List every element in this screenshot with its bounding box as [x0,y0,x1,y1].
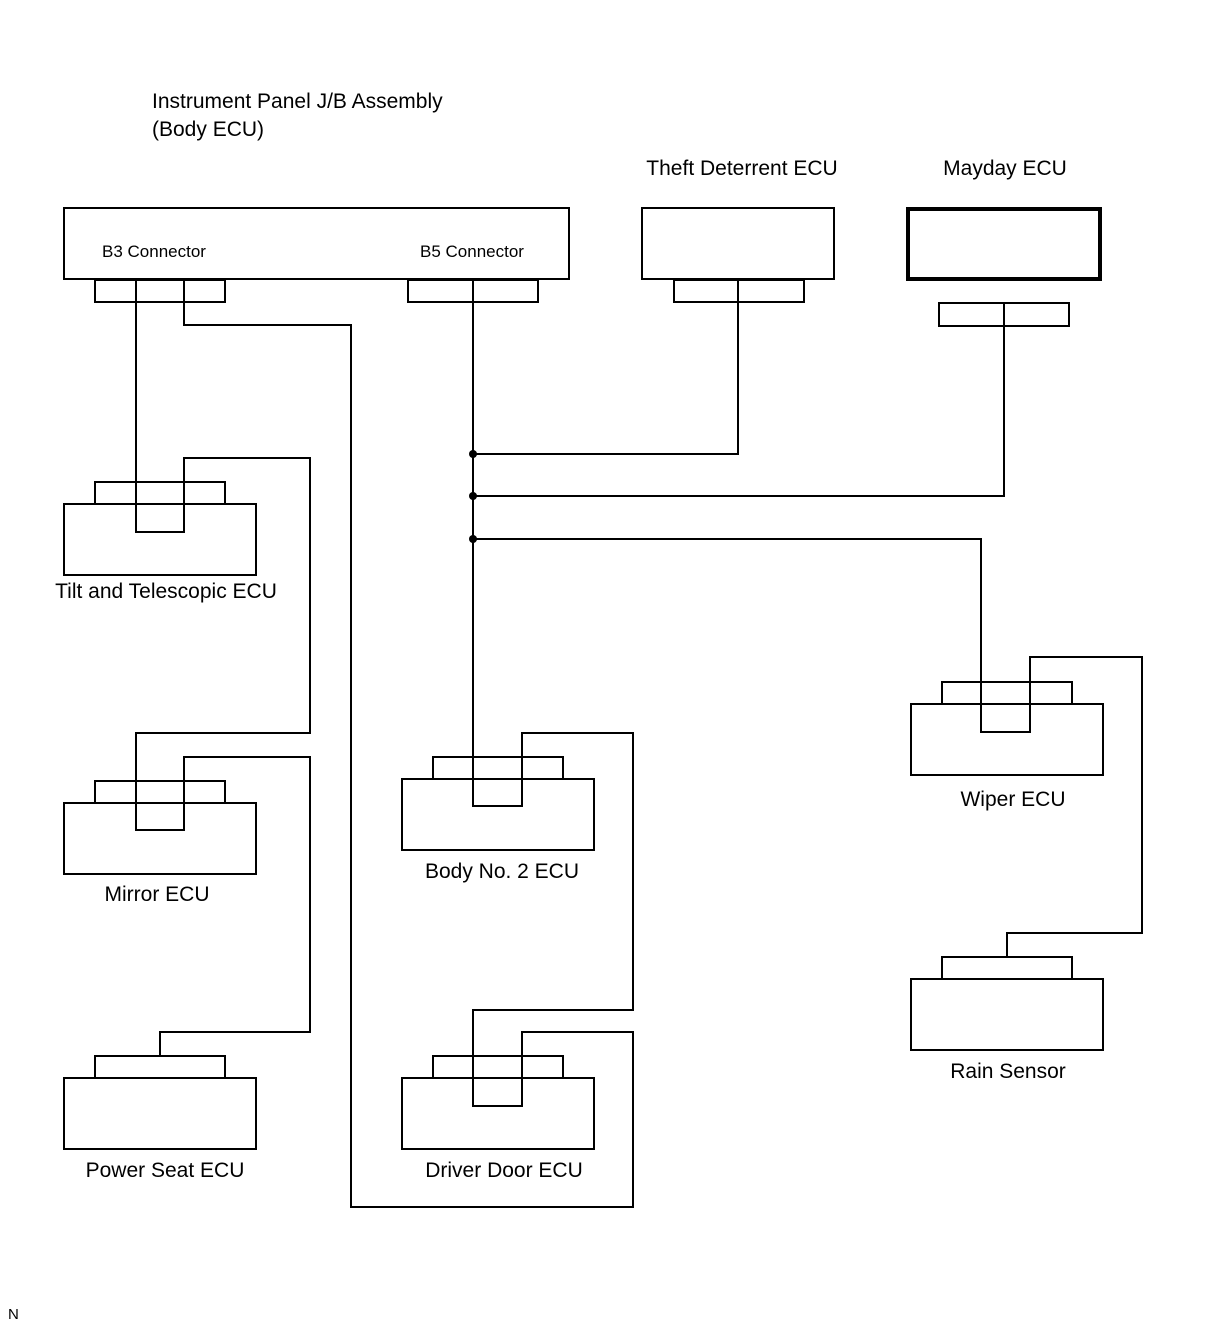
body-ecu-subtitle: (Body ECU) [152,118,264,141]
mirror-label: Mirror ECU [105,883,210,906]
body-no2-box [401,778,595,851]
wire-theft-branch [473,302,739,455]
mayday-label: Mayday ECU [943,157,1067,180]
driver-door-ecu [401,1055,595,1150]
junction-dot [469,450,477,458]
body-ecu-title: Instrument Panel J/B Assembly [152,90,443,113]
rain-sensor-box [910,978,1104,1051]
b3-connector-label: B3 Connector [102,242,206,261]
wire-b3-to-tilt [135,302,311,1056]
b5-connector-label: B5 Connector [420,242,524,261]
rain-sensor-connector [941,956,1073,980]
power-seat-connector [94,1055,226,1079]
wire-wiper-branch [473,538,1143,957]
footer-code: N [8,1306,19,1323]
mirror-ecu [63,780,257,875]
wiper-ecu [910,681,1104,776]
theft-deterrent-box [641,207,835,280]
rain-sensor-label: Rain Sensor [950,1060,1066,1083]
tilt-telescopic-label: Tilt and Telescopic ECU [55,580,277,603]
power-seat-label: Power Seat ECU [86,1159,245,1182]
theft-deterrent-label: Theft Deterrent ECU [646,157,837,180]
wire-mayday-branch [473,326,1005,497]
tilt-connector [94,481,226,505]
wire-b3-to-driver-door [183,302,634,1208]
labels: Instrument Panel J/B Assembly (Body ECU)… [8,90,1067,1323]
mirror-connector [94,780,226,804]
power-seat-box [63,1077,257,1150]
body-ecu [63,207,570,303]
driver-door-box [401,1077,595,1150]
body-ecu-box [63,207,570,280]
tilt-telescopic-ecu [63,481,257,576]
driver-door-label: Driver Door ECU [425,1159,583,1182]
driver-door-connector [432,1055,564,1079]
body-no2-ecu [401,756,595,851]
junctions [469,450,477,543]
junction-dot [469,535,477,543]
body-no2-connector [432,756,564,780]
junction-dot [469,492,477,500]
rain-sensor [910,956,1104,1051]
mayday-box [906,207,1102,281]
wiper-connector [941,681,1073,705]
wiper-box [910,703,1104,776]
power-seat-ecu [63,1055,257,1150]
body-no2-label: Body No. 2 ECU [425,860,579,883]
theft-deterrent-ecu [641,207,835,303]
mayday-ecu [906,207,1102,327]
wiper-label: Wiper ECU [960,788,1065,811]
mirror-box [63,802,257,875]
tilt-box [63,503,257,576]
b3-connector-block [94,279,226,303]
